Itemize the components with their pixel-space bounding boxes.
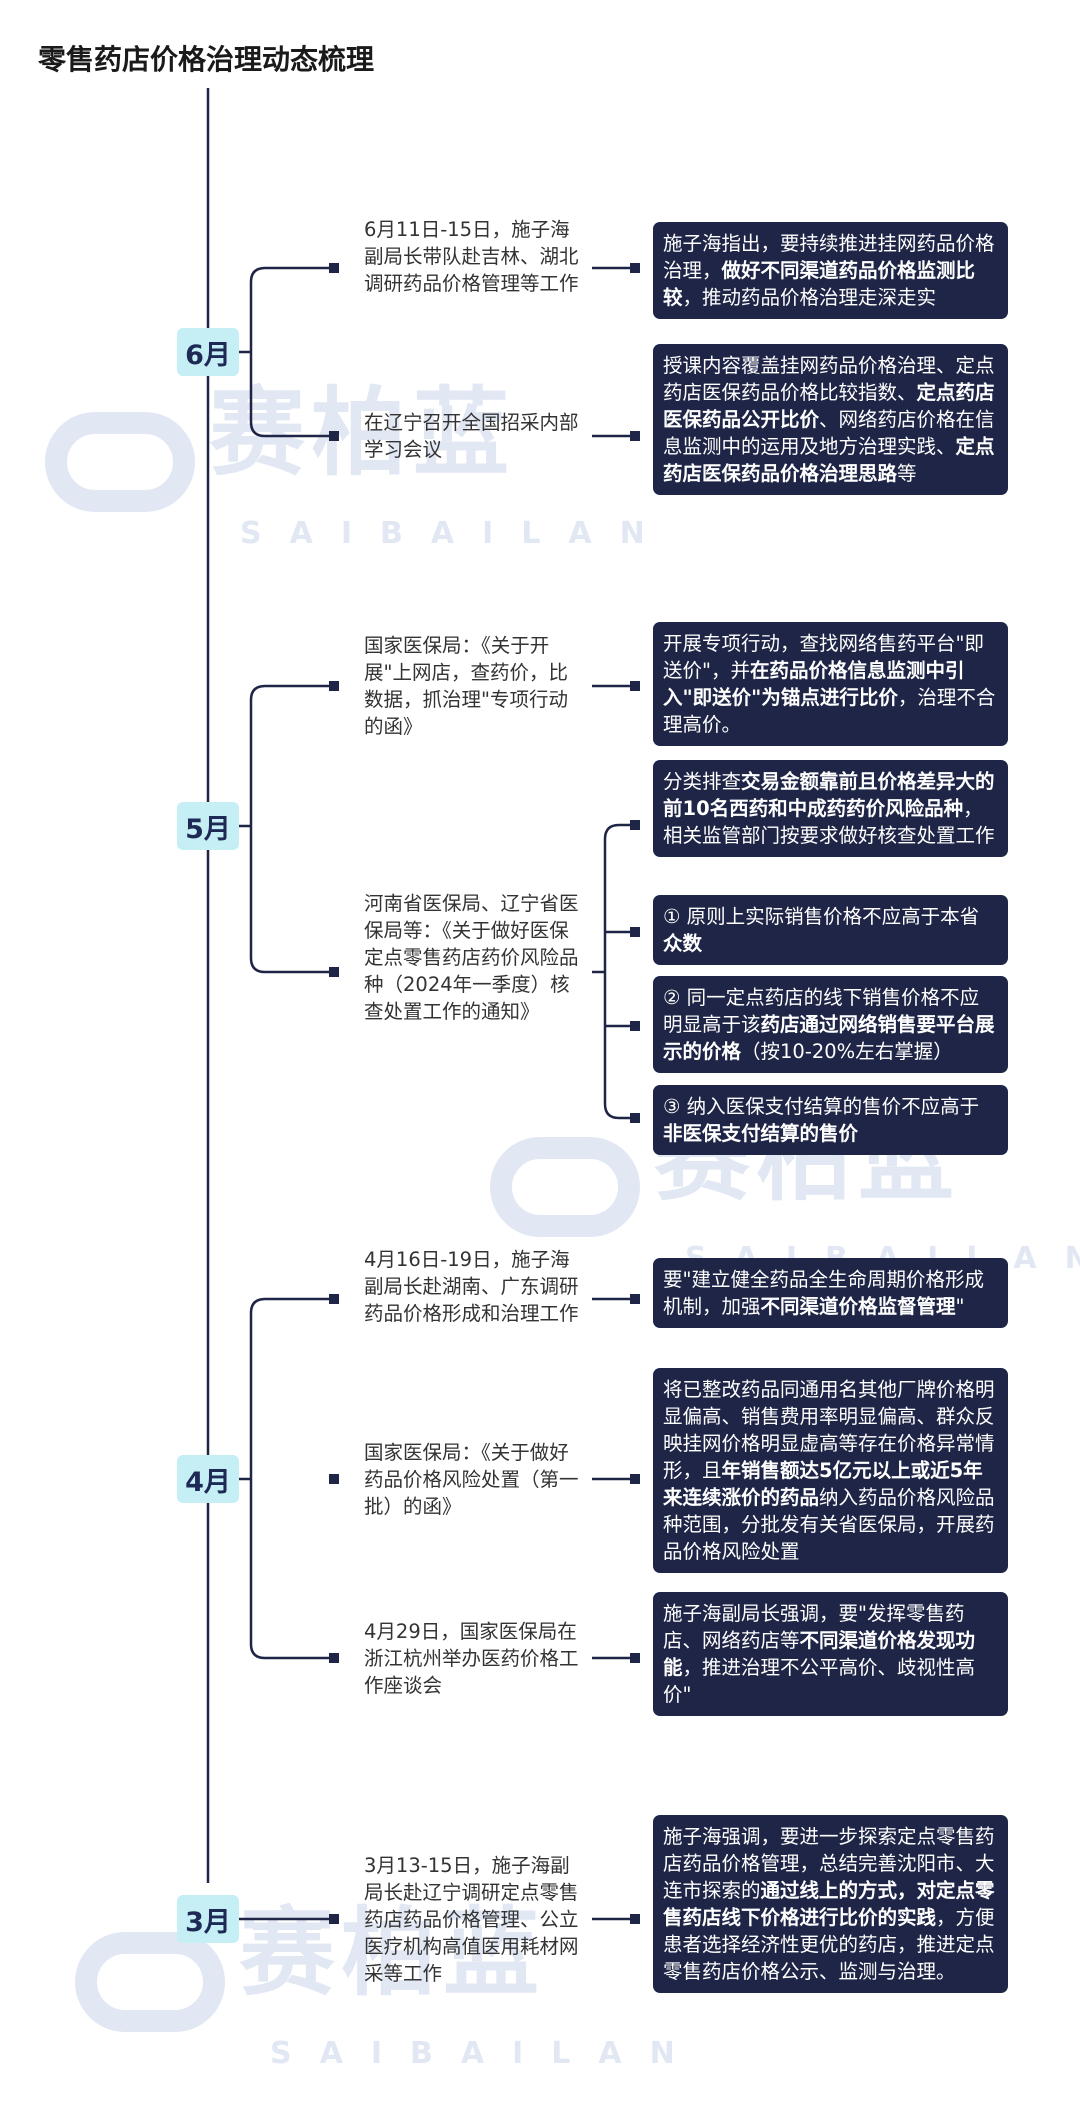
month-badge-april: 4月 xyxy=(177,1455,239,1503)
note-box: ② 同一定点药店的线下销售价格不应明显高于该药店通过网络销售要平台展示的价格（按… xyxy=(653,976,1008,1073)
note-box: ③ 纳入医保支付结算的售价不应高于非医保支付结算的售价 xyxy=(653,1085,1008,1155)
note-box: 分类排查交易金额靠前且价格差异大的前10名西药和中成药药价风险品种，相关监管部门… xyxy=(653,760,1008,857)
note-text: 施子海副局长强调，要"发挥零售药店、网络药店等 xyxy=(663,1602,965,1652)
note-text: 要"建立健全药品全生命周期价格形成机制，加强 xyxy=(663,1268,984,1318)
watermark-logo-icon xyxy=(490,1136,640,1237)
note-text: 授课内容覆盖挂网药品价格治理、定点药店医保药品价格比较指数、 xyxy=(663,354,995,404)
event-text: 4月29日，国家医保局在浙江杭州举办医药价格工作座谈会 xyxy=(364,1620,579,1697)
note-text: ，方便患者选择经济性更优的药店，推进定点零售药店价格公示、监测与治理。 xyxy=(663,1906,995,1983)
month-badge-may: 5月 xyxy=(177,802,239,850)
event-text: 6月11日-15日，施子海副局长带队赴吉林、湖北调研药品价格管理等工作 xyxy=(364,218,579,295)
note-box: 授课内容覆盖挂网药品价格治理、定点药店医保药品价格比较指数、定点药店医保药品公开… xyxy=(653,344,1008,495)
note-text: 施子海强调，要进一步探索定点零售药店药品价格管理，总结完善沈阳市、大连市探索的 xyxy=(663,1825,995,1902)
note-text: ① 原则上实际销售价格不应高于本省 xyxy=(663,905,980,928)
event-text: 4月16日-19日，施子海副局长赴湖南、广东调研药品价格形成和治理工作 xyxy=(364,1248,579,1325)
bracket-june xyxy=(239,266,335,438)
watermark-sub: SAIBAILAN xyxy=(240,515,673,551)
note-emphasis: 众数 xyxy=(663,932,703,955)
note-box: 施子海副局长强调，要"发挥零售药店、网络药店等不同渠道价格发现功能，推进治理不公… xyxy=(653,1592,1008,1716)
note-box: 施子海指出，要持续推进挂网药品价格治理，做好不同渠道药品价格监测比较，推动药品价… xyxy=(653,222,1008,319)
note-emphasis: 年销售额达5亿元以上或近5年来连续涨价的药品 xyxy=(663,1459,983,1509)
note-text: ，推动药品价格治理走深走实 xyxy=(682,286,937,309)
watermark-main: 赛柏蓝 xyxy=(209,377,515,489)
event-text: 河南省医保局、辽宁省医保局等：《关于做好医保定点零售药店药价风险品种（2024年… xyxy=(364,892,579,1023)
note-emphasis: 通过线上的方式，对定点零售药店线下价格进行比价的实践 xyxy=(663,1879,995,1929)
note-emphasis: 在药品价格信息监测中引入"即送价"为锚点进行比价 xyxy=(663,659,965,709)
page-title: 零售药店价格治理动态梳理 xyxy=(38,43,375,76)
note-box: 将已整改药品同通用名其他厂牌价格明显偏高、销售费用率明显偏高、群众反映挂网价格明… xyxy=(653,1368,1008,1573)
note-box: 要"建立健全药品全生命周期价格形成机制，加强不同渠道价格监督管理" xyxy=(653,1258,1008,1328)
note-text: ② 同一定点药店的线下销售价格不应明显高于该 xyxy=(663,986,980,1036)
note-text: 开展专项行动，查找网络售药平台"即送价"，并 xyxy=(663,632,984,682)
note-box: ① 原则上实际销售价格不应高于本省众数 xyxy=(653,895,1008,965)
note-emphasis: 做好不同渠道药品价格监测比较 xyxy=(663,259,976,309)
note-text: ，治理不合理高价。 xyxy=(663,686,996,736)
bracket-april xyxy=(239,1297,335,1660)
note-emphasis: 定点药店医保药品价格治理思路 xyxy=(663,435,995,485)
bracket-may xyxy=(239,684,335,974)
watermark-main: 赛柏蓝 xyxy=(239,1897,545,2009)
month-badge-june: 6月 xyxy=(177,328,239,376)
note-text: 纳入药品价格风险品种范围，分批发有关省医保局，开展药品价格风险处置 xyxy=(663,1486,995,1563)
event-text: 国家医保局：《关于做好药品价格风险处置（第一批）的函》 xyxy=(364,1441,579,1518)
note-emphasis: 非医保支付结算的售价 xyxy=(663,1122,859,1145)
note-text: ，相关监管部门按要求做好核查处置工作 xyxy=(663,797,995,847)
note-text: 、网络药店价格在信息监测中的运用及地方治理实践、 xyxy=(663,408,995,458)
note-emphasis: 定点药店医保药品公开比价 xyxy=(663,381,995,431)
month-badge-march: 3月 xyxy=(177,1895,239,1943)
note-text: 等 xyxy=(897,462,917,485)
note-text: ③ 纳入医保支付结算的售价不应高于 xyxy=(663,1095,980,1118)
note-emphasis: 不同渠道价格发现功能 xyxy=(663,1629,976,1679)
note-text: ，推进治理不公平高价、歧视性高价" xyxy=(663,1656,976,1706)
note-text: （按10-20%左右掌握） xyxy=(741,1040,953,1063)
note-emphasis: 药店通过网络销售要平台展示的价格 xyxy=(663,1013,995,1063)
event-text: 国家医保局：《关于开展"上网店，查药价，比数据，抓治理"专项行动的函》 xyxy=(364,634,568,738)
note-text: 施子海指出，要持续推进挂网药品价格治理， xyxy=(663,232,995,282)
note-emphasis: 不同渠道价格监督管理 xyxy=(760,1295,956,1318)
note-text: 分类排查 xyxy=(663,770,742,793)
note-box: 开展专项行动，查找网络售药平台"即送价"，并在药品价格信息监测中引入"即送价"为… xyxy=(653,622,1008,746)
note-box: 施子海强调，要进一步探索定点零售药店药品价格管理，总结完善沈阳市、大连市探索的通… xyxy=(653,1815,1008,1993)
note-emphasis: 交易金额靠前且价格差异大的前10名西药和中成药药价风险品种 xyxy=(663,770,995,820)
event-text: 3月13-15日，施子海副局长赴辽宁调研定点零售药店药品价格管理、公立医疗机构高… xyxy=(364,1854,579,1985)
watermark-sub: SAIBAILAN xyxy=(270,2035,703,2071)
event-text: 在辽宁召开全国招采内部学习会议 xyxy=(364,411,579,461)
watermark: 赛柏蓝 SAIBAILAN xyxy=(45,385,673,551)
note-text: 将已整改药品同通用名其他厂牌价格明显偏高、销售费用率明显偏高、群众反映挂网价格明… xyxy=(663,1378,995,1482)
note-text: " xyxy=(955,1295,965,1318)
